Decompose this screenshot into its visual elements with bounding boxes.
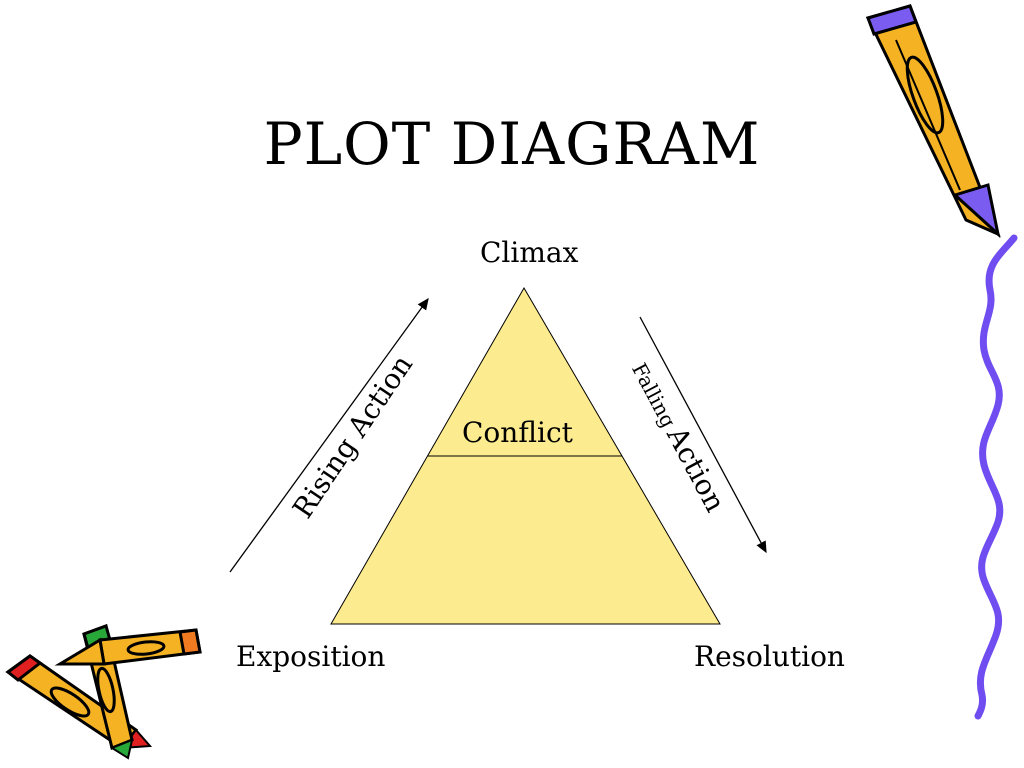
conflict-label: Conflict: [462, 416, 573, 449]
climax-label: Climax: [480, 236, 579, 269]
rising-action-arrow: [229, 297, 429, 573]
page-title: PLOT DIAGRAM: [263, 110, 761, 178]
crossed-pencils-icon: [5, 624, 202, 760]
falling-action-arrow: [639, 316, 767, 554]
resolution-label: Resolution: [694, 640, 845, 673]
exposition-label: Exposition: [236, 640, 386, 673]
pencil-icon: [865, 4, 1001, 239]
squiggle-border: [974, 234, 1018, 720]
